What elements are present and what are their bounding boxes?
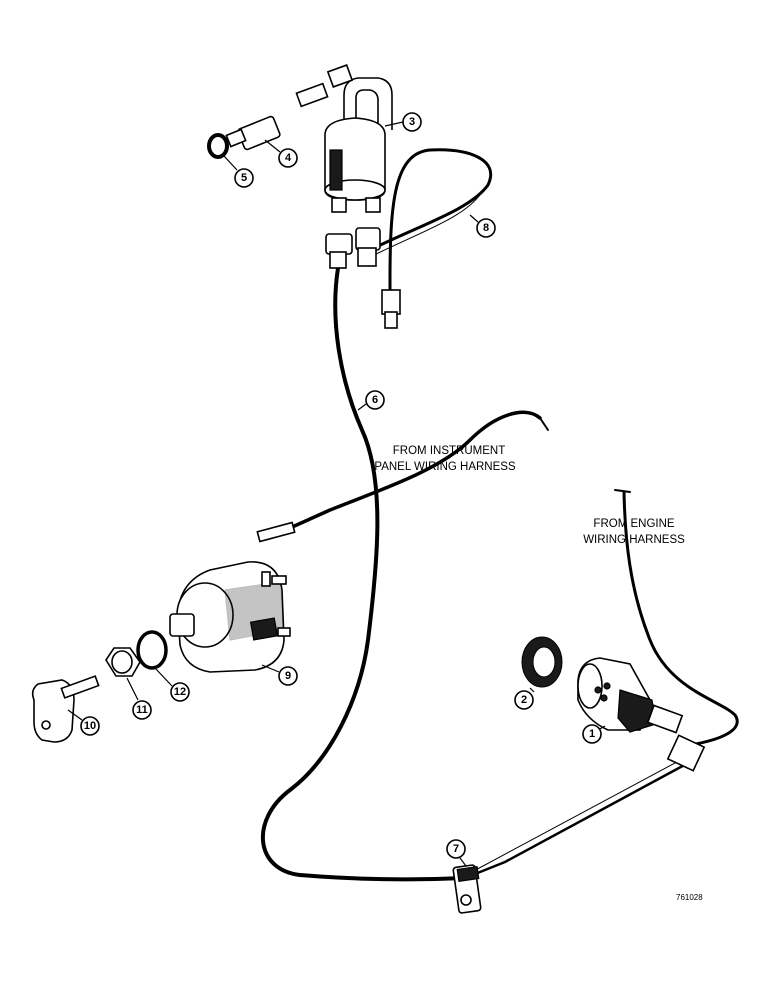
leader-5 (223, 155, 238, 171)
svg-text:4: 4 (285, 152, 292, 164)
engine-harness-end (614, 489, 631, 493)
tube-7-inner (469, 755, 689, 874)
svg-text:10: 10 (84, 720, 96, 732)
instrument-harness-wire (288, 410, 542, 530)
callout-1: 1 (582, 724, 602, 744)
callout-5: 5 (234, 168, 254, 188)
callout-10: 10 (80, 716, 100, 736)
callout-6: 6 (365, 390, 385, 410)
callout-7: 7 (446, 839, 466, 859)
leader-3 (384, 121, 404, 127)
sender-1 (577, 657, 706, 772)
callout-11: 11 (132, 700, 152, 720)
leader-4 (264, 139, 281, 153)
svg-text:7: 7 (453, 843, 459, 855)
engine-harness-wire (622, 490, 739, 750)
svg-text:12: 12 (174, 686, 186, 698)
leader-9 (261, 664, 280, 673)
key-switch-9 (169, 561, 291, 673)
leader-7 (459, 857, 467, 867)
instrument-harness-end (539, 417, 549, 431)
note-engine-line2: WIRING HARNESS (583, 534, 685, 546)
callout-12: 12 (170, 682, 190, 702)
tube-8-inner (367, 191, 483, 259)
svg-text:2: 2 (521, 694, 527, 706)
callout-8: 8 (476, 218, 496, 238)
note-instrument-line1: FROM INSTRUMENT (393, 445, 505, 457)
tube-8 (368, 148, 493, 302)
callout-9: 9 (278, 666, 298, 686)
adapter-4 (225, 115, 281, 151)
note-engine-line1: FROM ENGINE (593, 518, 674, 530)
leader-6 (357, 403, 367, 411)
callout-3: 3 (402, 112, 422, 132)
leader-8 (469, 214, 479, 223)
gasket-2 (521, 636, 563, 688)
tube-7 (463, 760, 692, 880)
svg-text:3: 3 (409, 116, 415, 128)
tube-fittings (325, 227, 401, 329)
tube-6 (260, 266, 467, 882)
harness-terminal (256, 521, 296, 543)
callout-2: 2 (514, 690, 534, 710)
svg-text:9: 9 (285, 670, 291, 682)
svg-text:1: 1 (589, 728, 595, 740)
key-10 (31, 675, 100, 743)
svg-text:5: 5 (241, 172, 247, 184)
note-instrument-line2: PANEL WIRING HARNESS (374, 461, 516, 473)
leader-11 (126, 677, 139, 701)
callout-4: 4 (278, 148, 298, 168)
leader-2 (529, 687, 535, 693)
svg-text:6: 6 (372, 394, 378, 406)
clip-7 (452, 864, 482, 914)
leader-10 (67, 709, 83, 721)
svg-text:11: 11 (136, 704, 148, 716)
nut-11 (105, 647, 141, 677)
reference-number: 761028 (676, 893, 703, 902)
washer-5 (207, 133, 229, 159)
svg-text:8: 8 (483, 222, 489, 234)
lock-washer-12 (136, 630, 168, 670)
pressure-switch-3 (295, 64, 393, 213)
leader-12 (154, 667, 173, 687)
